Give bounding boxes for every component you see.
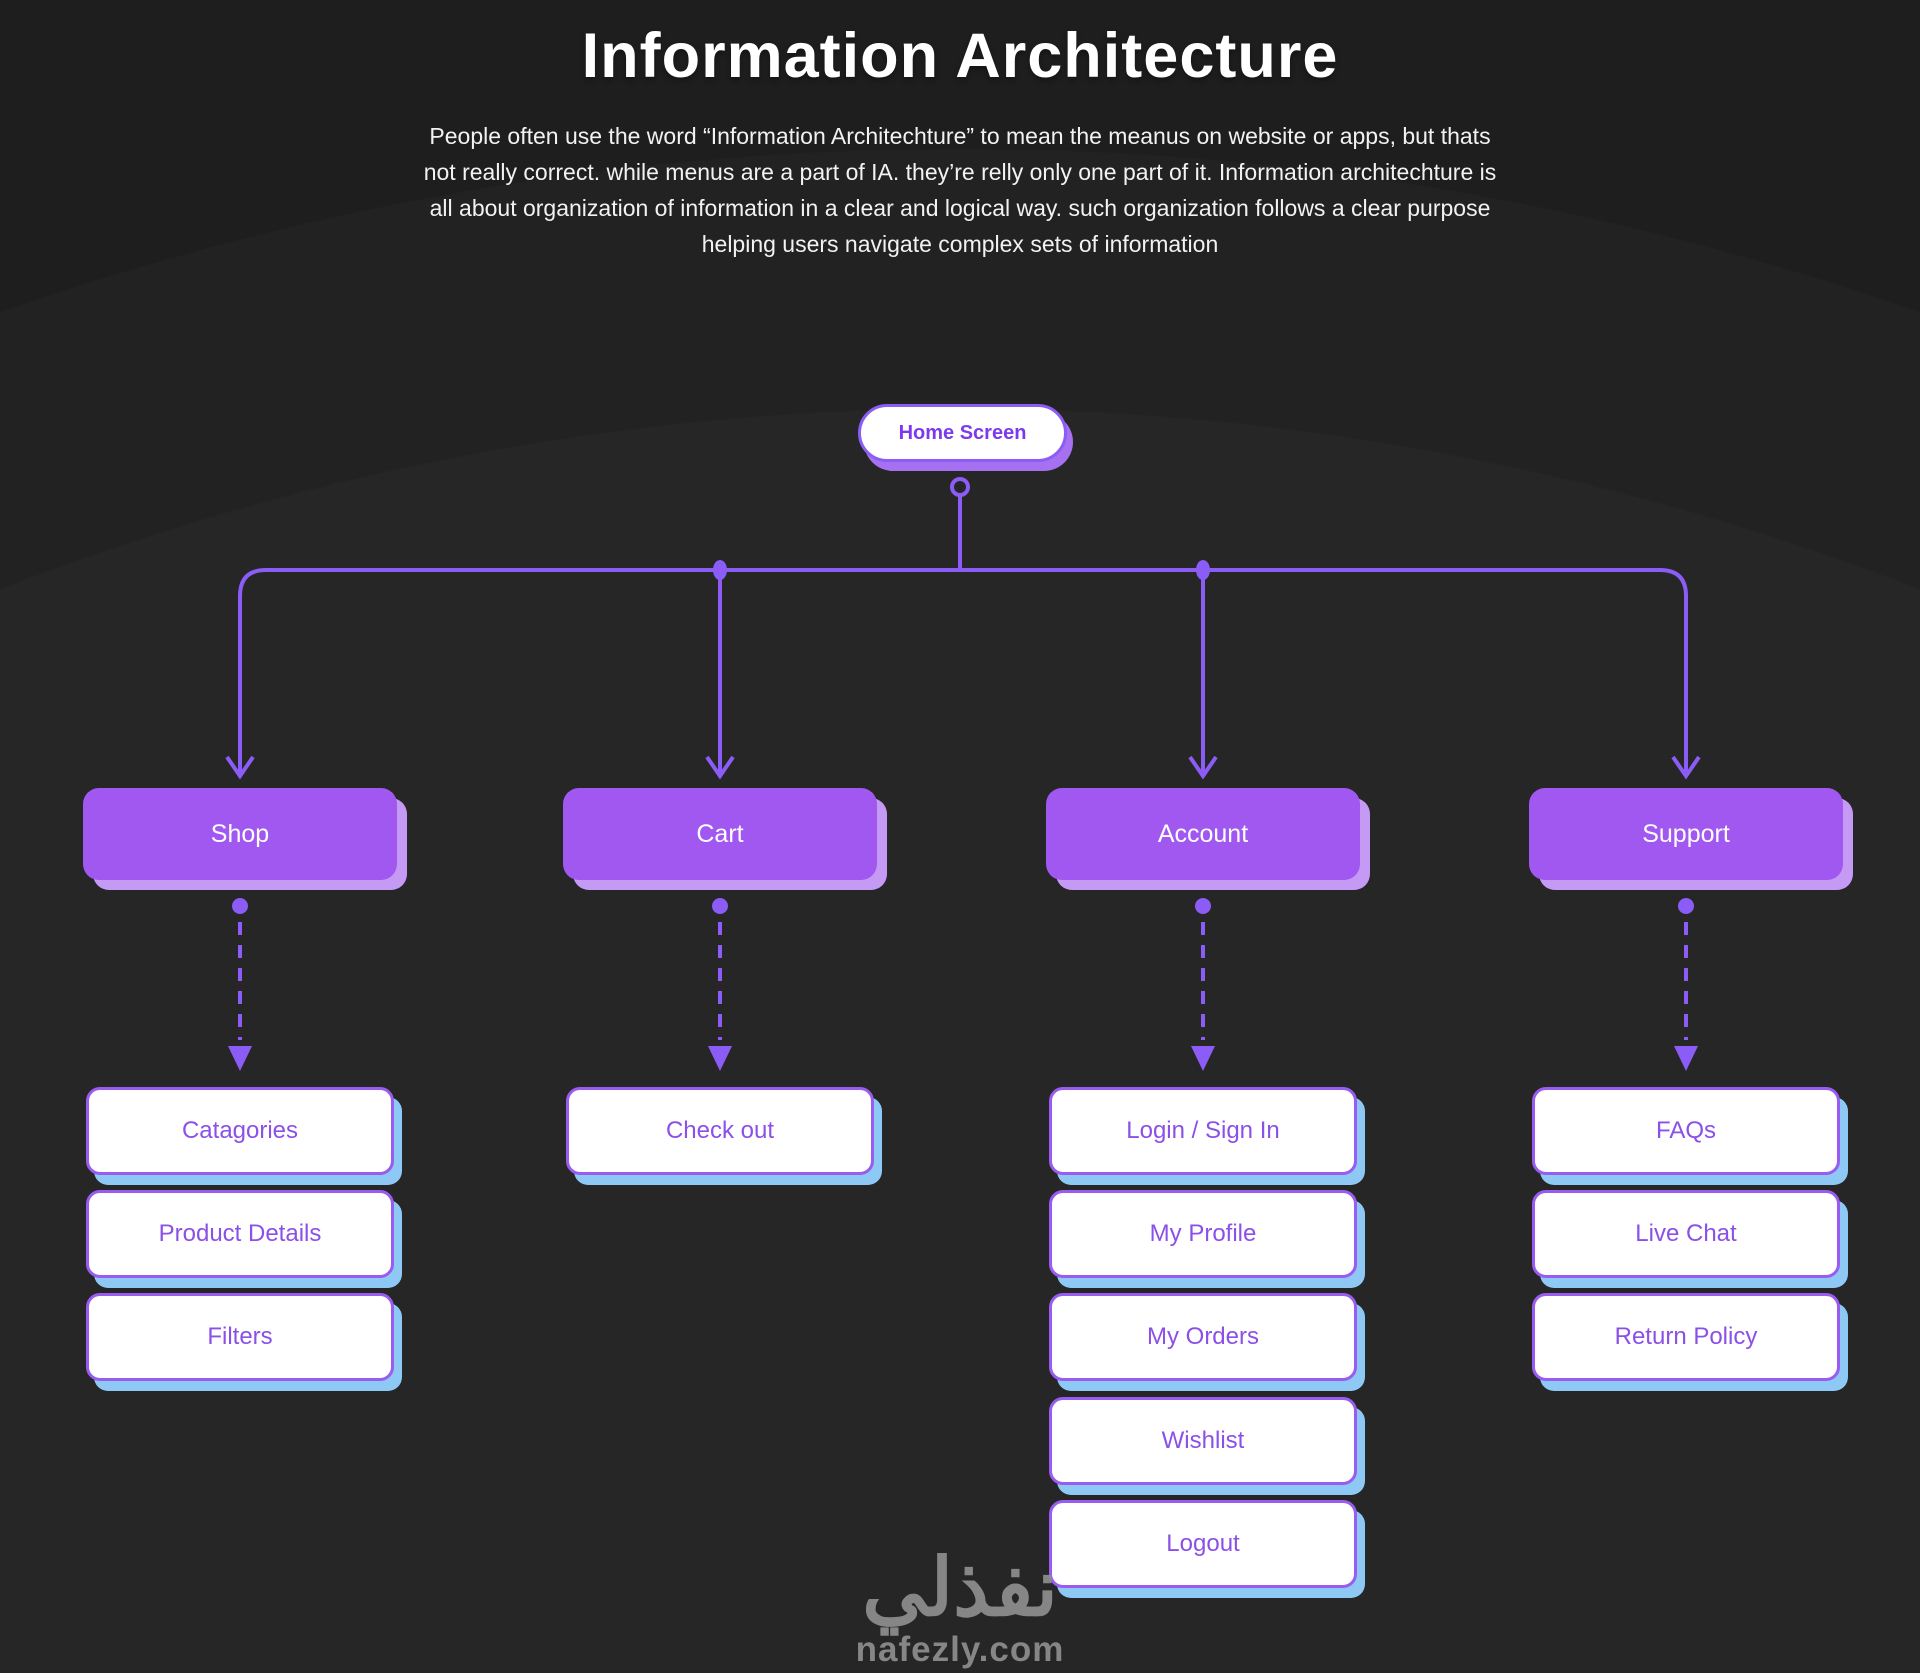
dashed-arrowhead [1674, 1046, 1698, 1071]
junction-dot [713, 560, 727, 580]
junction-dot [1196, 560, 1210, 580]
node-my-orders: My Orders [1049, 1293, 1357, 1381]
dashed-start-dot [1195, 898, 1211, 914]
node-check-out: Check out [566, 1087, 874, 1175]
node-cart: Cart [563, 788, 877, 880]
description-line: helping users navigate complex sets of i… [701, 231, 1219, 257]
dashed-arrowhead [1191, 1046, 1215, 1071]
description-line: not really correct. while menus are a pa… [423, 159, 1497, 185]
node-faqs: FAQs [1532, 1087, 1840, 1175]
node-logout: Logout [1049, 1500, 1357, 1588]
node-filters: Filters [86, 1293, 394, 1381]
page-description: People often use the word “Information A… [340, 118, 1580, 262]
node-live-chat: Live Chat [1532, 1190, 1840, 1278]
dashed-arrowhead [228, 1046, 252, 1071]
node-login-sign-in: Login / Sign In [1049, 1087, 1357, 1175]
dashed-start-dot [1678, 898, 1694, 914]
node-support: Support [1529, 788, 1843, 880]
node-product-details: Product Details [86, 1190, 394, 1278]
page-title: Information Architecture [581, 21, 1339, 91]
node-home-screen: Home Screen [858, 404, 1067, 462]
dashed-start-dot [232, 898, 248, 914]
node-return-policy: Return Policy [1532, 1293, 1840, 1381]
node-wishlist: Wishlist [1049, 1397, 1357, 1485]
home-connector-ring [950, 477, 970, 497]
node-shop: Shop [83, 788, 397, 880]
node-catagories: Catagories [86, 1087, 394, 1175]
dashed-arrowhead [708, 1046, 732, 1071]
dashed-start-dot [712, 898, 728, 914]
node-my-profile: My Profile [1049, 1190, 1357, 1278]
node-account: Account [1046, 788, 1360, 880]
description-line: all about organization of information in… [429, 195, 1491, 221]
description-line: People often use the word “Information A… [429, 123, 1491, 149]
header: Information Architecture People often us… [0, 0, 1920, 262]
